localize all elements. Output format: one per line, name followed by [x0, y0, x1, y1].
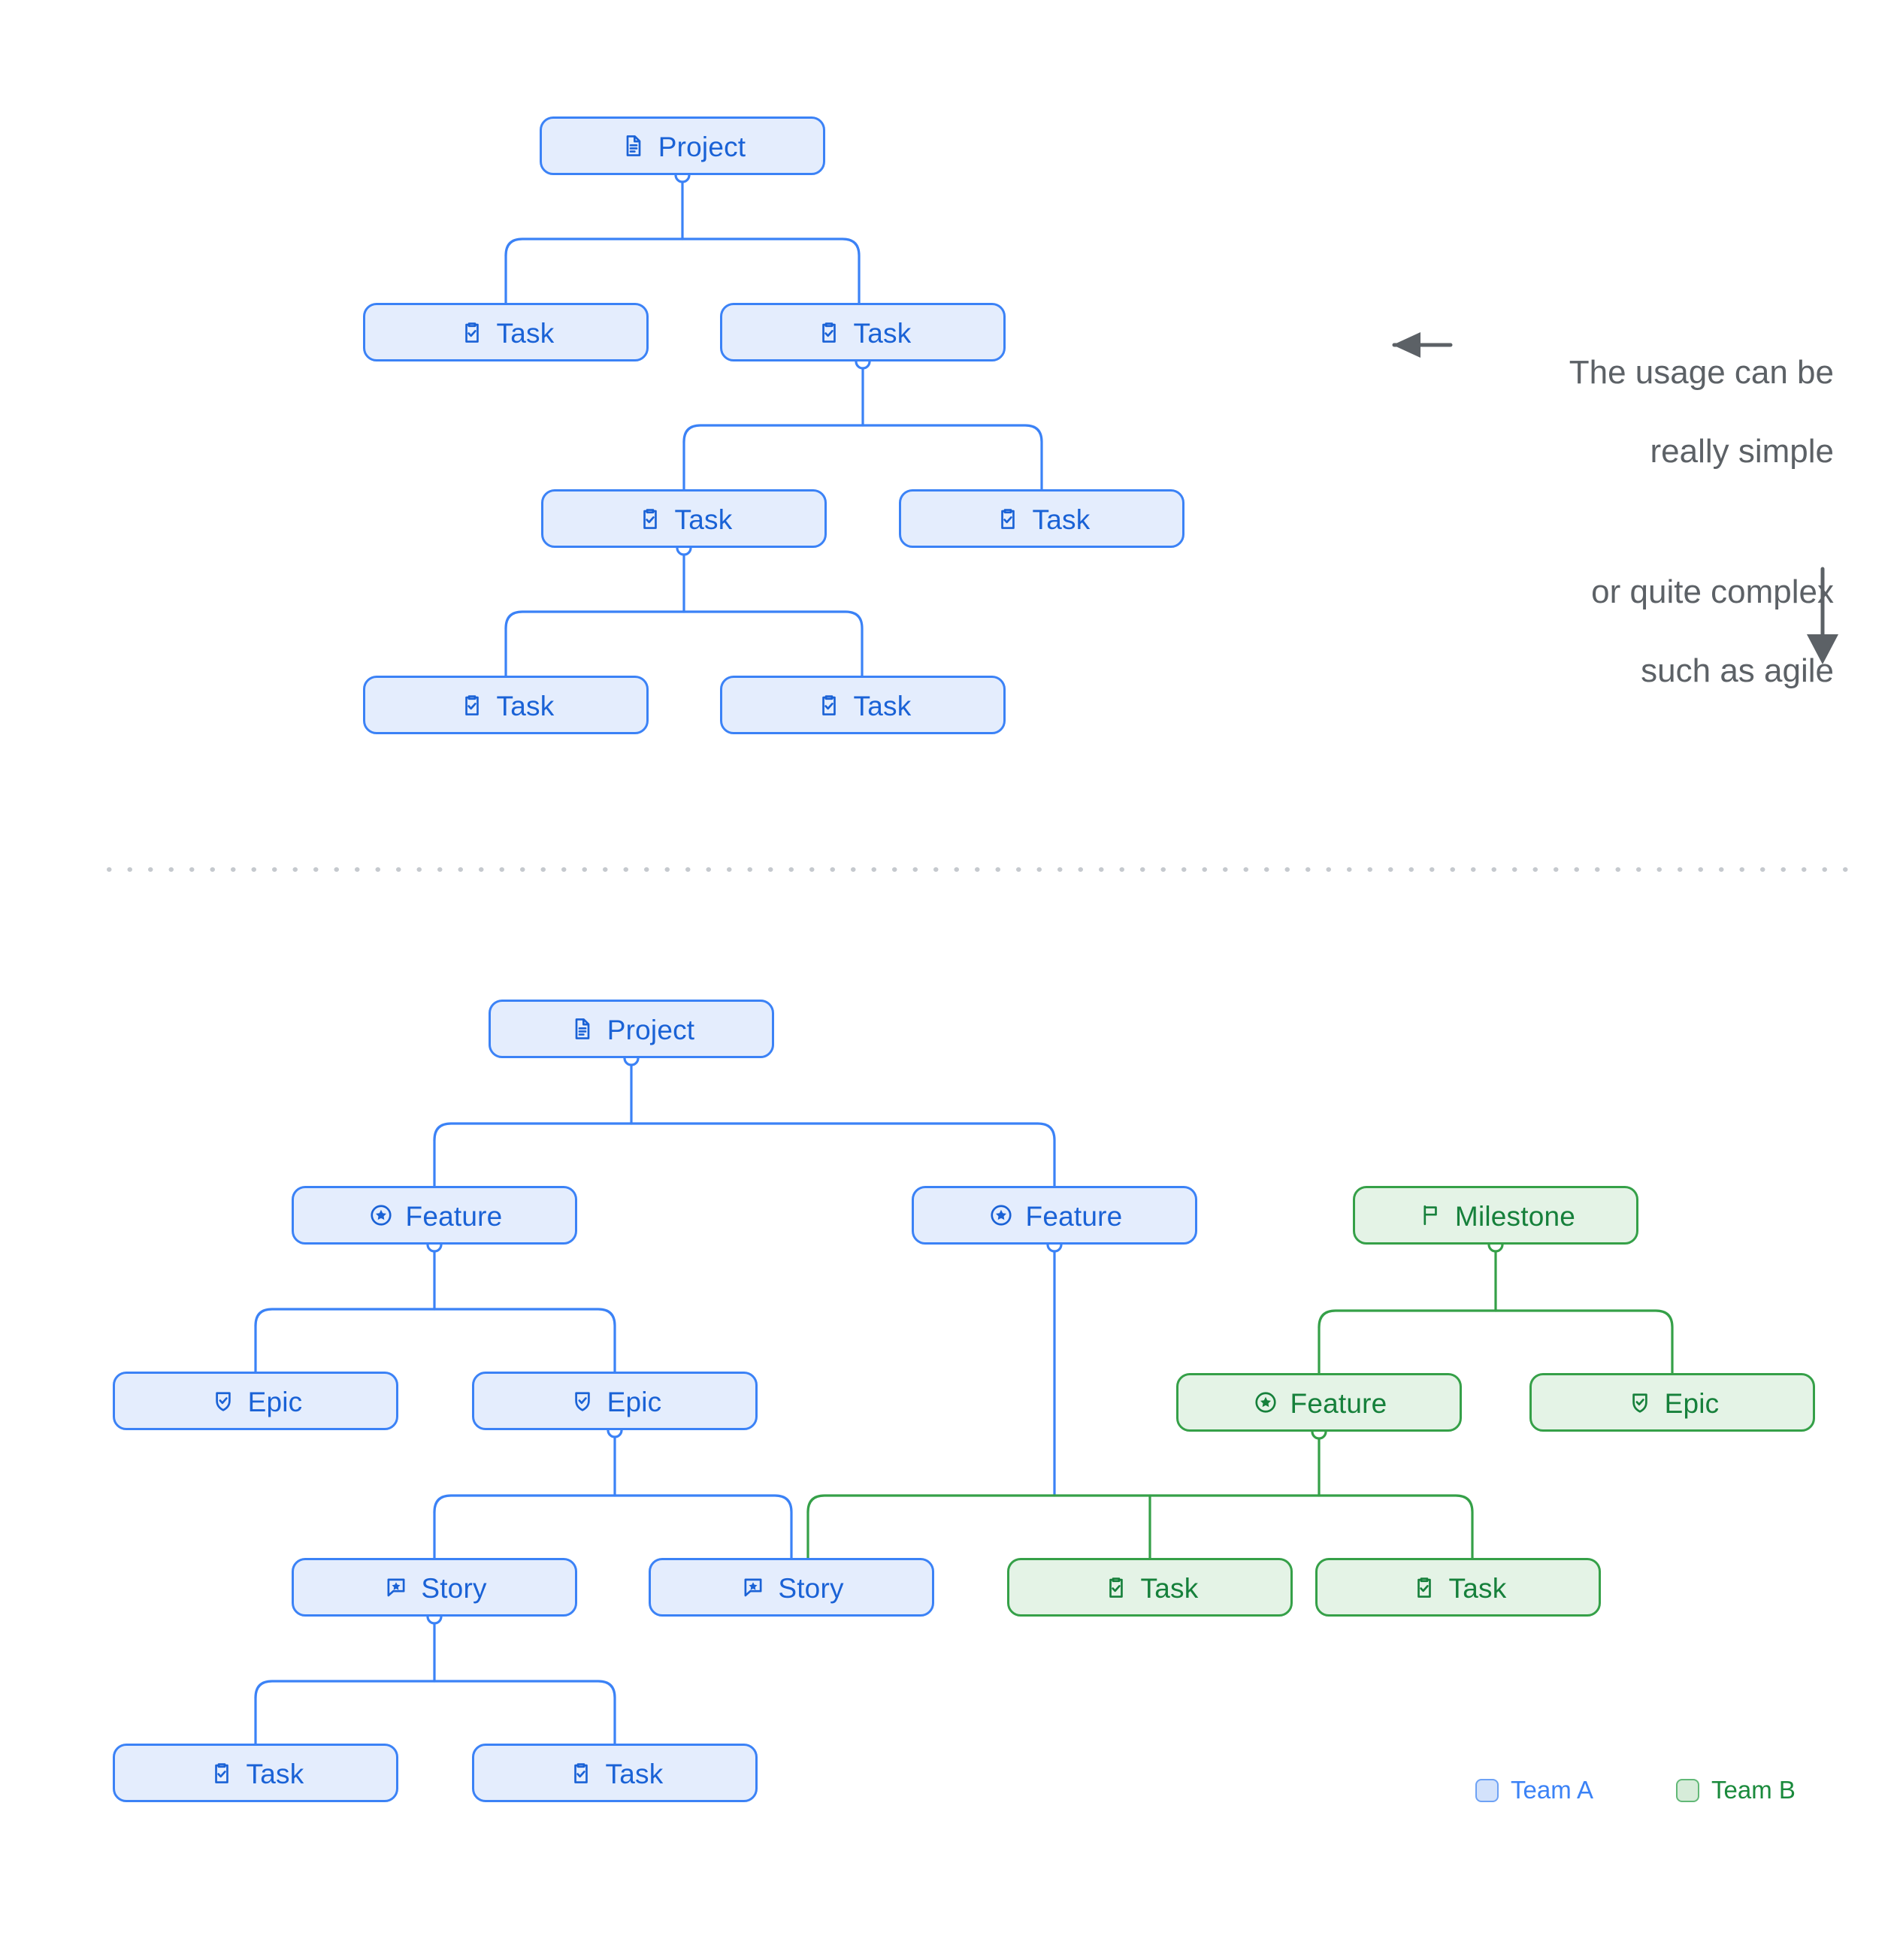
- clipboard-check-icon: [458, 691, 486, 719]
- top-connectors: [504, 167, 1043, 677]
- node-task-t-c1[interactable]: Task: [363, 676, 649, 734]
- node-task-t-c2[interactable]: Task: [720, 676, 1006, 734]
- comment-star-icon: [739, 1573, 767, 1602]
- node-label: Milestone: [1454, 1200, 1576, 1232]
- clipboard-check-icon: [815, 691, 843, 719]
- node-task-b-tk4[interactable]: Task: [472, 1744, 758, 1802]
- node-story-b-s2[interactable]: Story: [649, 1558, 934, 1617]
- star-circle-icon: [367, 1201, 395, 1230]
- node-task-b-tk3[interactable]: Task: [113, 1744, 398, 1802]
- annotation-text: The usage can be really simple or quite …: [1473, 314, 1834, 730]
- star-circle-icon: [987, 1201, 1015, 1230]
- node-label: Epic: [1664, 1387, 1720, 1419]
- clipboard-check-icon: [207, 1759, 236, 1787]
- shield-check-icon: [568, 1387, 597, 1415]
- clipboard-check-icon: [1410, 1573, 1439, 1602]
- legend-team-a[interactable]: Team A: [1475, 1776, 1593, 1804]
- annotation-line-2: really simple: [1650, 433, 1834, 470]
- legend-label-team-a: Team A: [1511, 1776, 1594, 1804]
- annotation-line-1: The usage can be: [1569, 354, 1834, 392]
- node-label: Task: [853, 690, 912, 721]
- node-label: Feature: [1290, 1387, 1387, 1419]
- node-label: Task: [496, 317, 555, 349]
- clipboard-check-icon: [636, 504, 664, 533]
- comment-star-icon: [382, 1573, 410, 1602]
- clipboard-check-icon: [994, 504, 1022, 533]
- node-label: Task: [1032, 504, 1091, 535]
- clipboard-check-icon: [815, 318, 843, 346]
- star-circle-icon: [1251, 1388, 1280, 1417]
- node-feature-b-f1[interactable]: Feature: [292, 1186, 577, 1245]
- node-epic-b-e2[interactable]: Epic: [472, 1372, 758, 1430]
- node-epic-b-e1[interactable]: Epic: [113, 1372, 398, 1430]
- node-task-t-b2[interactable]: Task: [899, 489, 1184, 548]
- node-task-t-a2[interactable]: Task: [720, 303, 1006, 361]
- node-milestone-b-ms[interactable]: Milestone: [1353, 1186, 1638, 1245]
- node-label: Task: [1140, 1572, 1199, 1604]
- node-label: Feature: [405, 1200, 503, 1232]
- clipboard-check-icon: [458, 318, 486, 346]
- node-project-t-root[interactable]: Project: [540, 116, 825, 175]
- node-label: Story: [421, 1572, 487, 1604]
- document-icon: [568, 1015, 597, 1043]
- node-task-t-a1[interactable]: Task: [363, 303, 649, 361]
- node-story-b-s1[interactable]: Story: [292, 1558, 577, 1617]
- shield-check-icon: [209, 1387, 237, 1415]
- node-label: Task: [853, 317, 912, 349]
- node-label: Task: [1448, 1572, 1507, 1604]
- node-label: Feature: [1025, 1200, 1123, 1232]
- node-task-b-tk1[interactable]: Task: [1007, 1558, 1293, 1617]
- document-icon: [619, 132, 648, 160]
- annotation-line-3: or quite complex: [1591, 573, 1834, 611]
- node-label: Epic: [247, 1386, 303, 1417]
- shield-check-icon: [1626, 1388, 1654, 1417]
- clipboard-check-icon: [1102, 1573, 1130, 1602]
- node-label: Task: [674, 504, 733, 535]
- node-feature-b-f3[interactable]: Feature: [1176, 1373, 1462, 1432]
- node-task-b-tk2[interactable]: Task: [1315, 1558, 1601, 1617]
- node-label: Project: [607, 1014, 695, 1045]
- annotation-line-4: such as agile: [1641, 652, 1834, 689]
- node-epic-b-e3[interactable]: Epic: [1529, 1373, 1815, 1432]
- legend-swatch-team-a: [1475, 1778, 1499, 1802]
- node-label: Task: [246, 1758, 304, 1789]
- node-label: Epic: [607, 1386, 662, 1417]
- node-label: Task: [496, 690, 555, 721]
- flag-icon: [1416, 1201, 1445, 1230]
- legend-swatch-team-b: [1676, 1778, 1699, 1802]
- node-label: Story: [778, 1572, 844, 1604]
- node-feature-b-f2[interactable]: Feature: [912, 1186, 1197, 1245]
- legend-label-team-b: Team B: [1711, 1776, 1796, 1804]
- node-task-t-b1[interactable]: Task: [541, 489, 827, 548]
- node-label: Task: [605, 1758, 664, 1789]
- node-project-b-root[interactable]: Project: [489, 1000, 774, 1058]
- node-label: Project: [658, 131, 746, 162]
- legend-team-b[interactable]: Team B: [1676, 1776, 1796, 1804]
- clipboard-check-icon: [567, 1759, 595, 1787]
